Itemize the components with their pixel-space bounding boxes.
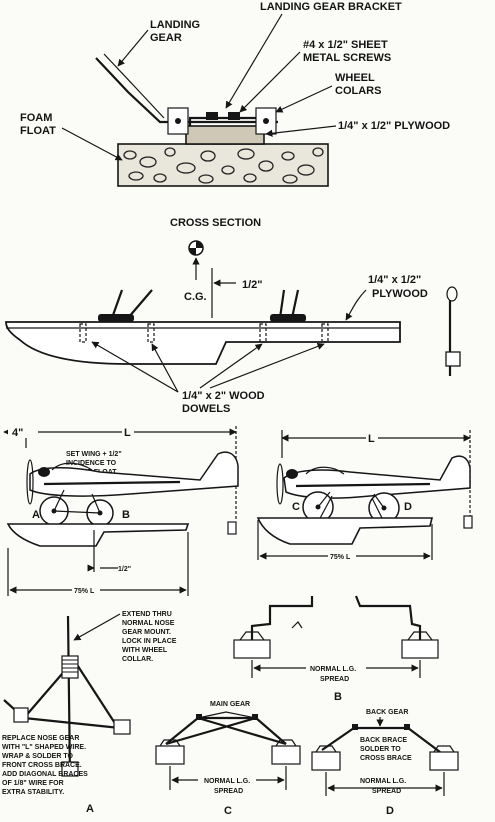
- plane-left-75-percent: 75% L: [74, 588, 95, 595]
- plane-left-float: [6, 523, 190, 547]
- detail-c-spread-1: NORMAL L.G.: [204, 778, 250, 785]
- wood-dowels: [79, 323, 329, 343]
- foam-float: [117, 143, 329, 187]
- detail-c-gear-wire: [165, 716, 287, 746]
- detail-c-left-float: [155, 745, 185, 765]
- label-side-plywood-1: 1/4" x 1/2": [368, 274, 421, 286]
- detail-d-figure: BACK GEAR BACK BRACE SOLDER TO CROSS BRA…: [311, 709, 459, 817]
- detail-d-left-float: [311, 751, 341, 771]
- plane-right-point-d: D: [404, 501, 412, 513]
- plane-right-point-c: C: [292, 501, 300, 513]
- detail-a-note-top-4: LOCK IN PLACE: [122, 638, 177, 645]
- label-wheel-colars-1: WHEEL: [335, 72, 375, 84]
- label-cg: C.G.: [184, 291, 207, 303]
- detail-b-left-gear: [250, 596, 314, 640]
- detail-b-spread-1: NORMAL L.G.: [310, 666, 356, 673]
- detail-b-right-float: [401, 639, 439, 659]
- detail-c-right-float: [271, 745, 301, 765]
- label-screws-1: #4 x 1/2" SHEET: [303, 39, 388, 51]
- detail-b-spread-2: SPREAD: [320, 676, 349, 683]
- detail-c-figure: MAIN GEAR NORMAL L.G. SPREAD C: [155, 701, 301, 817]
- detail-b-right-gear: [354, 595, 422, 640]
- label-landing-gear-bracket: LANDING GEAR BRACKET: [260, 1, 402, 13]
- detail-a-note-top-1: EXTEND THRU: [122, 611, 172, 618]
- detail-a-note-top-6: COLLAR.: [122, 656, 153, 663]
- float-side-profile: [5, 321, 401, 365]
- plane-right-float: [256, 517, 434, 545]
- detail-c-main-gear: MAIN GEAR: [210, 701, 250, 708]
- plane-right-fuselage: [283, 455, 471, 499]
- detail-a-note-left-2: WITH "L" SHAPED WIRE.: [2, 744, 86, 751]
- cross-section-figure: LANDING GEAR BRACKET LANDING GEAR #4 x 1…: [20, 1, 450, 229]
- label-plywood: 1/4" x 1/2" PLYWOOD: [338, 120, 450, 132]
- detail-a-note-left-5: ADD DIAGONAL BRACES: [2, 771, 88, 778]
- left-dim-4in: 4": [12, 427, 23, 439]
- label-screws-2: METAL SCREWS: [303, 52, 391, 64]
- plane-left-half-inch: 1/2": [118, 566, 131, 573]
- detail-b-figure: NORMAL L.G. SPREAD B: [233, 595, 439, 703]
- left-note-2: INCIDENCE TO: [66, 460, 117, 467]
- label-foam-float-1: FOAM: [20, 112, 52, 124]
- foam-texture: [123, 147, 324, 184]
- detail-d-back-gear: BACK GEAR: [366, 709, 408, 716]
- plane-right-figure: L C D 75% L: [256, 430, 473, 562]
- detail-d-spread-1: NORMAL L.G.: [360, 778, 406, 785]
- plywood-strip: [185, 125, 265, 145]
- detail-d-spread-2: SPREAD: [372, 788, 401, 795]
- detail-a-figure: EXTEND THRU NORMAL NOSE GEAR MOUNT. LOCK…: [2, 611, 177, 815]
- detail-b-letter: B: [334, 691, 342, 703]
- detail-a-note-top-2: NORMAL NOSE: [122, 620, 175, 627]
- detail-d-letter: D: [386, 805, 394, 817]
- detail-d-right-float: [429, 751, 459, 771]
- label-dowels-1: 1/4" x 2" WOOD: [182, 390, 265, 402]
- label-landing-gear-1: LANDING: [150, 19, 200, 31]
- detail-a-note-left-4: FRONT CROSS BRACE.: [2, 762, 82, 769]
- label-dowels-2: DOWELS: [182, 403, 230, 415]
- float-side-view: C.G. 1/2" 1/4" x 1/2" PLYWOOD 1/4" x 2" …: [5, 240, 461, 415]
- l-shaped-wire: [445, 286, 461, 376]
- label-half-inch-side: 1/2": [242, 279, 263, 291]
- detail-a-note-left-1: REPLACE NOSE GEAR: [2, 735, 79, 742]
- detail-a-note-top-3: GEAR MOUNT.: [122, 629, 171, 636]
- plane-left-fuselage: [29, 451, 239, 497]
- label-foam-float-2: FLOAT: [20, 125, 56, 137]
- plane-left-figure: 4" L SET WING + 1/2" INCIDENCE TO TOP OF…: [3, 426, 239, 596]
- plane-left-point-a: A: [32, 509, 40, 521]
- detail-d-note-1: BACK BRACE: [360, 737, 407, 744]
- detail-d-note-3: CROSS BRACE: [360, 755, 412, 762]
- detail-a-note-left-3: WRAP & SOLDER TO: [2, 753, 73, 760]
- detail-c-letter: C: [224, 805, 232, 817]
- sheet-metal-screw-left: [206, 112, 218, 120]
- plane-right-75-percent: 75% L: [330, 554, 351, 561]
- landing-gear-wire: [95, 57, 278, 124]
- cross-section-title: CROSS SECTION: [170, 217, 261, 229]
- nose-gear-wire: [23, 615, 121, 777]
- left-dim-L: L: [124, 427, 131, 439]
- right-dim-L: L: [368, 433, 375, 445]
- detail-d-gear-wire: [321, 726, 441, 753]
- label-wheel-colars-2: COLARS: [335, 85, 381, 97]
- detail-d-note-2: SOLDER TO: [360, 746, 401, 753]
- detail-c-spread-2: SPREAD: [214, 788, 243, 795]
- detail-a-note-left-7: EXTRA STABILITY.: [2, 789, 64, 796]
- left-note-1: SET WING + 1/2": [66, 451, 122, 458]
- label-side-plywood-2: PLYWOOD: [372, 288, 428, 300]
- detail-a-note-left-6: OF 1/8" WIRE FOR: [2, 780, 64, 787]
- label-landing-gear-2: GEAR: [150, 32, 182, 44]
- detail-a-note-top-5: WITH WHEEL: [122, 647, 168, 654]
- detail-b-left-float: [233, 639, 271, 659]
- plane-left-point-b: B: [122, 509, 130, 521]
- sheet-metal-screw-right: [228, 112, 240, 120]
- detail-a-letter: A: [86, 803, 94, 815]
